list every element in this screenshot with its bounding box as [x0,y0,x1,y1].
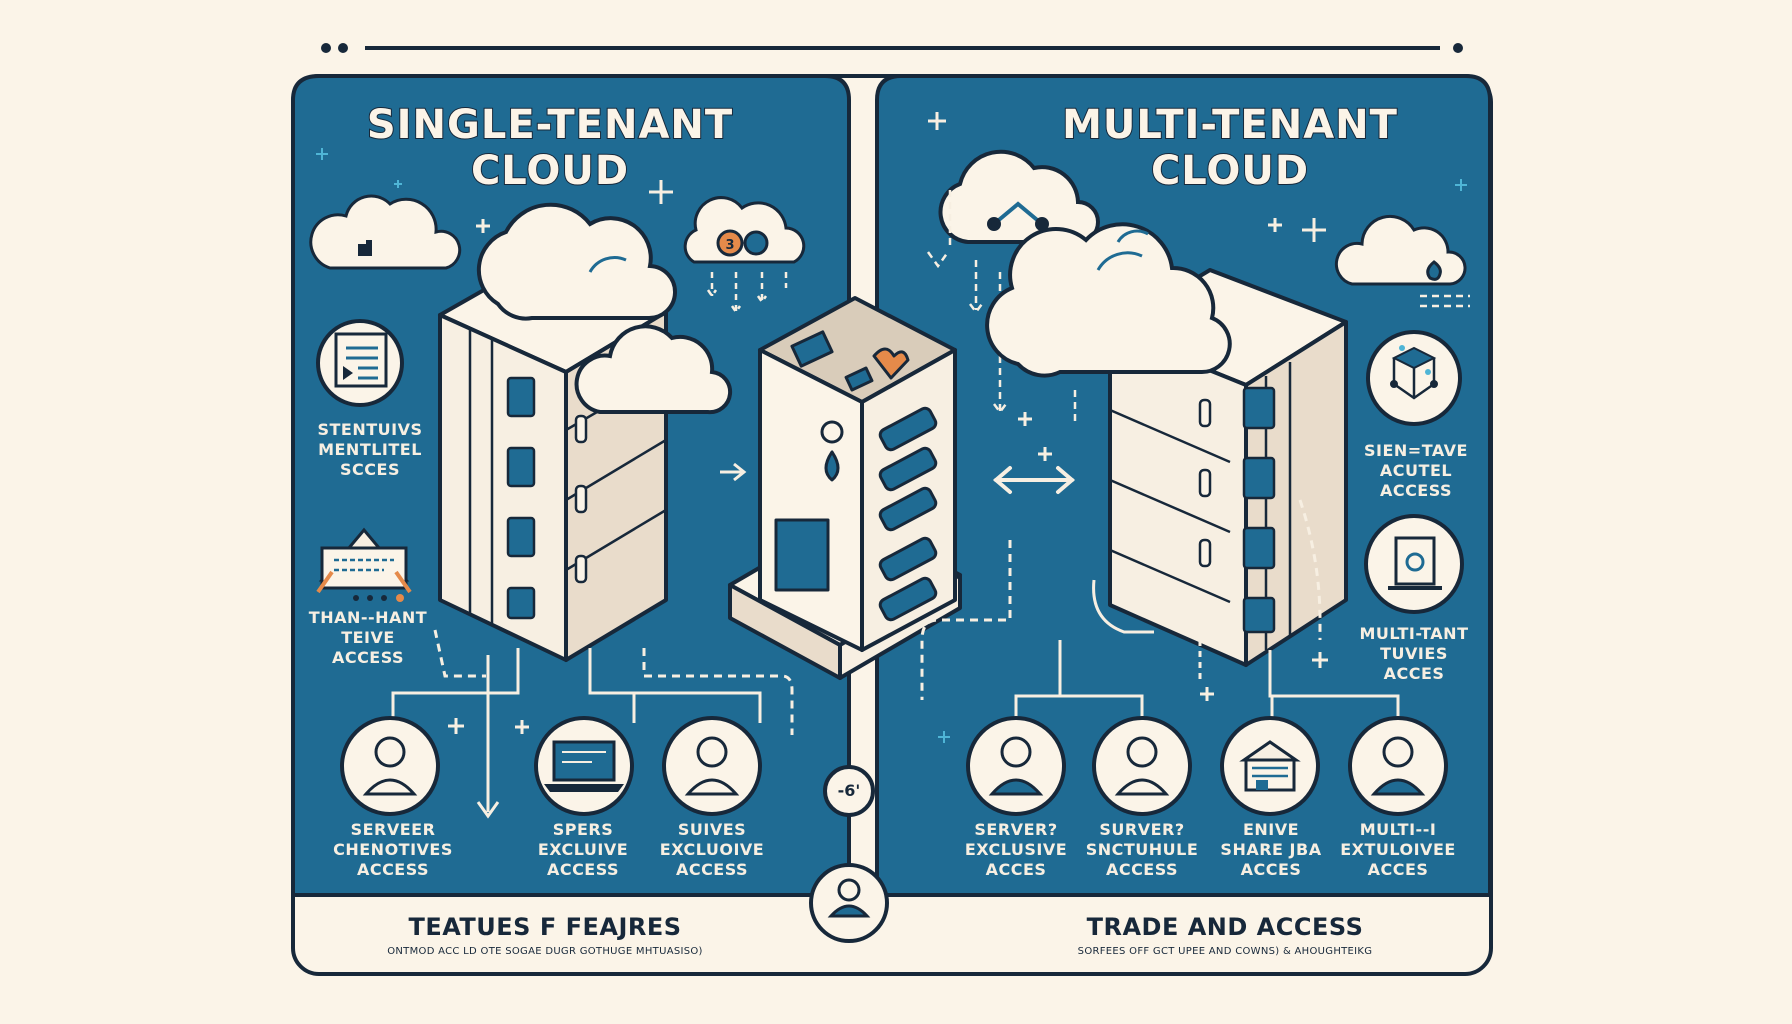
left-footer-subtitle: ONTMOD ACC LD OTE SOGAE DUGR GOTHUGE MHT… [387,946,703,957]
label-line: SHARE JBA [1220,840,1322,859]
user-circle-right-3 [1220,716,1320,816]
left-user-label-3: SUIVES EXCLUOIVE ACCESS [647,820,777,880]
label-line: ACCESS [546,860,620,879]
right-dashed-links [920,499,1322,700]
user-circle-left-2 [534,716,634,816]
download-arrows [706,272,788,315]
cloud-over-left-rack [476,202,677,321]
label-line: ACCESS [675,860,749,879]
label-line: TUVIES [1380,644,1448,663]
label-line: ACCES [1367,860,1429,879]
right-panel-title: MULTI-TENANT CLOUD [1010,101,1450,195]
cloud-badge-number: 3 [725,238,734,253]
right-side-label-2: MULTI-TANT TUVIES ACCES [1344,624,1484,684]
label-line: SNCTUHULE [1085,840,1199,859]
right-user-label-4: MULTI--I EXTULOIVEE ACCES [1333,820,1463,880]
left-user-label-2: SPERS EXCLUIVE ACCESS [518,820,648,880]
label-line: SUIVES [677,820,747,839]
label-line: ACCESS [356,860,430,879]
left-side-label-2: THAN--HANT TEIVE ACCESS [298,608,438,668]
label-line: EXTULOIVEE [1340,840,1456,859]
center-badge: -6' [837,781,861,800]
label-line: MENTLITEL [318,440,422,459]
left-footer-title: TEATUES F FEAJRES [408,913,682,941]
label-line: MULTI--I [1359,820,1437,839]
label-line: ACCES [1240,860,1302,879]
label-line: ACCESS [1105,860,1179,879]
label-line: ENIVE [1242,820,1300,839]
right-title-line2: CLOUD [1150,147,1310,195]
label-line: ACUTEL [1379,461,1453,480]
label-line: SIEN=TAVE [1364,441,1468,460]
left-title-line2: CLOUD [470,147,630,195]
sparkle-decorations [448,112,1328,734]
left-user-label-1: SERVEER CHENOTIVES ACCESS [318,820,468,880]
label-line: SURVER? [1099,820,1185,839]
left-side-label-1: STENTUIVS MENTLITEL SCCES [300,420,440,480]
user-circle-left-3 [662,716,762,816]
right-user-label-1: SERVER? EXCLUSIVE ACCES [951,820,1081,880]
label-line: ACCES [1383,664,1445,683]
center-building [728,296,962,680]
label-line: STENTUIVS [317,420,423,439]
user-circle-right-4 [1348,716,1448,816]
left-panel-title: SINGLE-TENANT CLOUD [330,101,770,195]
right-title-line1: MULTI-TENANT [1061,101,1398,149]
label-line: SERVEER [350,820,436,839]
cloud-small-left [309,194,462,270]
label-line: EXCLUSIVE [964,840,1068,859]
contract-icon-left [316,527,412,602]
label-line: TEIVE [341,628,395,647]
center-user-icon [809,863,889,943]
cloud-badge-left: 3 [683,196,806,264]
label-line: EXCLUOIVE [659,840,765,859]
cloud-flame-right [1334,214,1467,286]
right-footer-title: TRADE AND ACCESS [1086,913,1364,941]
label-line: MULTI-TANT [1359,624,1469,643]
label-line: SERVER? [974,820,1058,839]
blue-sparkles [316,148,1467,743]
cloud-network-right [938,149,1100,244]
label-line: ACCESS [331,648,405,667]
right-side-label-1: SIEN=TAVE ACUTEL ACCESS [1346,441,1486,501]
label-line: ACCES [985,860,1047,879]
network-icon-right [1366,330,1462,426]
cloud-small-front-left [574,324,733,415]
top-rule [321,43,1463,53]
right-footer-subtitle: SORFEES OFF GCT UPEE AND COWNS) & AHOUGH… [1077,946,1373,957]
label-line: EXCLUIVE [537,840,629,859]
left-connector-lines [391,462,794,819]
label-line: THAN--HANT [308,608,428,627]
cloud-over-right-rack [985,222,1232,378]
left-title-line1: SINGLE-TENANT [366,101,734,149]
bidirectional-arrow [992,466,1076,494]
user-circle-right-1 [966,716,1066,816]
user-circle-left-1 [340,716,440,816]
right-user-label-3: ENIVE SHARE JBA ACCES [1206,820,1336,880]
label-line: ACCESS [1379,481,1453,500]
label-line: SPERS [552,820,614,839]
center-badge-ring [823,765,875,817]
laptop-icon-right [1364,514,1464,614]
label-line: CHENOTIVES [333,840,453,859]
document-icon-left [316,319,404,407]
right-user-label-2: SURVER? SNCTUHULE ACCESS [1077,820,1207,880]
label-line: SCCES [340,460,400,479]
user-circle-right-2 [1092,716,1192,816]
